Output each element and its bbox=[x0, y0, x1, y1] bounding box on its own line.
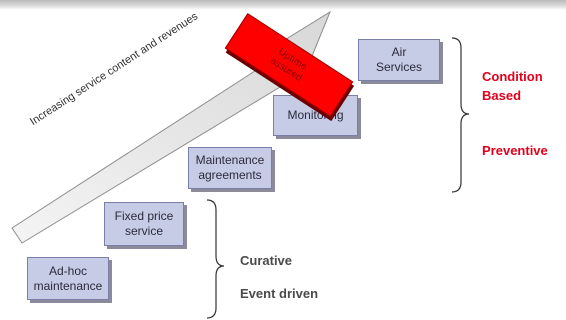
top-header-strip bbox=[0, 0, 566, 10]
right-brace bbox=[451, 37, 470, 193]
box-air-line2: Services bbox=[375, 60, 422, 74]
box-monitoring-line1: Monitoring bbox=[287, 108, 344, 122]
box-fixed-line2: service bbox=[124, 224, 163, 238]
box-maintenance-agreements: Maintenance agreements bbox=[188, 147, 272, 189]
box-fixed-line1: Fixed price bbox=[114, 209, 174, 223]
lower-brace bbox=[206, 199, 225, 319]
label-based: Based bbox=[482, 88, 522, 103]
box-adhoc-maintenance: Ad-hoc maintenance bbox=[27, 257, 109, 300]
box-agreements-line1: Maintenance bbox=[195, 153, 265, 167]
box-adhoc-line2: maintenance bbox=[33, 278, 103, 293]
label-condition-based: Condition Based bbox=[482, 67, 543, 105]
box-fixed-price-service: Fixed price service bbox=[104, 202, 184, 246]
label-event-driven: Event driven bbox=[240, 286, 319, 301]
label-curative: Curative bbox=[240, 253, 293, 268]
box-air-services: Air Services bbox=[358, 39, 440, 81]
label-preventive: Preventive bbox=[482, 143, 548, 158]
label-condition: Condition bbox=[482, 69, 543, 84]
box-agreements-line2: agreements bbox=[198, 168, 262, 182]
box-adhoc-line1: Ad-hoc bbox=[48, 263, 88, 278]
box-air-line1: Air bbox=[391, 45, 407, 59]
